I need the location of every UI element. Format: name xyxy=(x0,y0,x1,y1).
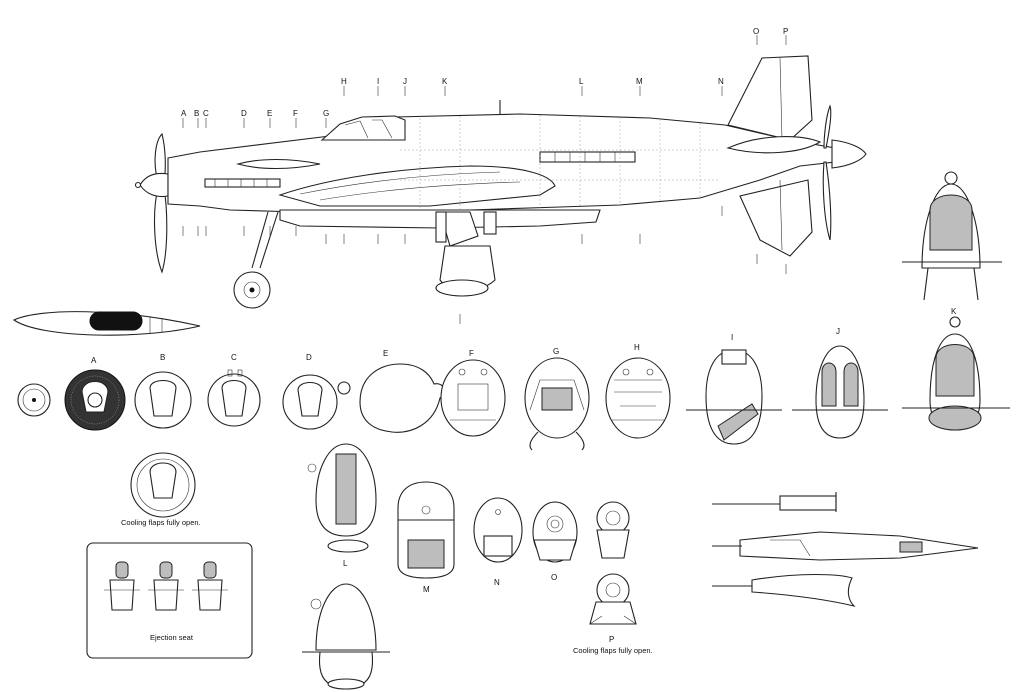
section-label-a: A xyxy=(91,356,97,365)
section-g: G xyxy=(524,347,590,451)
section-j: J xyxy=(792,327,888,439)
ejection-seat-panel: Ejection seat xyxy=(86,542,253,659)
section-h: H xyxy=(605,343,671,439)
drop-tank-bottom xyxy=(712,573,856,607)
section-e: E xyxy=(359,349,445,433)
nose-armament-cutaway xyxy=(712,531,979,561)
section-label-g: G xyxy=(553,347,559,356)
section-label-c: C xyxy=(231,353,237,362)
station-label-f: F xyxy=(293,109,298,118)
section-l: L xyxy=(307,443,377,568)
caption-cooling-flaps-front: Cooling flaps fully open. xyxy=(121,518,201,527)
section-label-p: P xyxy=(609,635,614,644)
rear-view-cockpit xyxy=(902,171,1002,301)
station-label-a: A xyxy=(181,109,187,118)
station-label-c: C xyxy=(203,109,209,118)
station-label-h: H xyxy=(341,77,347,86)
cannon-detail xyxy=(712,492,837,512)
side-view-station-labels: A B C D E F G H I J K L M N O P xyxy=(181,27,788,118)
station-label-j: J xyxy=(403,77,407,86)
front-exhaust-stacks xyxy=(204,178,281,188)
ejection-seat-rear xyxy=(192,561,228,611)
section-p-open: P Cooling flaps fully open. xyxy=(573,573,653,655)
section-label-j: J xyxy=(836,327,840,336)
section-spinner xyxy=(17,383,51,417)
drop-tank-profile xyxy=(12,311,201,336)
station-label-n: N xyxy=(718,77,724,86)
section-label-h: H xyxy=(634,343,640,352)
vertical-fin-upper xyxy=(727,55,813,141)
rear-exhaust-stacks xyxy=(539,151,636,163)
section-label-d: D xyxy=(306,353,312,362)
rear-propeller xyxy=(822,104,867,241)
station-label-k: K xyxy=(442,77,448,86)
main-landing-gear xyxy=(435,211,497,297)
section-label-l: L xyxy=(343,559,348,568)
section-f: F xyxy=(440,349,506,437)
section-o: O xyxy=(532,501,578,582)
vertical-fin-lower xyxy=(739,179,813,257)
section-n: N xyxy=(473,497,523,587)
wing xyxy=(278,165,556,207)
ejection-seat-middle xyxy=(148,561,184,611)
station-label-e: E xyxy=(267,109,272,118)
section-label-n: N xyxy=(494,578,500,587)
section-d: D xyxy=(282,353,351,430)
station-label-p: P xyxy=(783,27,788,36)
station-ticks xyxy=(182,35,787,324)
section-m: M xyxy=(397,481,455,594)
station-label-o: O xyxy=(753,27,759,36)
station-label-g: G xyxy=(323,109,329,118)
section-label-m: M xyxy=(423,585,430,594)
front-propeller xyxy=(134,132,169,274)
section-label-k: K xyxy=(951,307,957,316)
station-label-l: L xyxy=(579,77,584,86)
caption-ejection-seat: Ejection seat xyxy=(150,633,194,642)
section-label-o: O xyxy=(551,573,557,582)
section-c: C xyxy=(207,353,261,427)
front-intake-scoop xyxy=(235,158,321,170)
section-label-e: E xyxy=(383,349,388,358)
section-k: K xyxy=(902,307,1010,431)
section-a: A xyxy=(64,356,126,431)
station-label-b: B xyxy=(194,109,199,118)
caption-cooling-flaps-rear: Cooling flaps fully open. xyxy=(573,646,653,655)
horizontal-stabilizer xyxy=(726,136,822,154)
section-p-closed xyxy=(596,501,630,559)
station-label-d: D xyxy=(241,109,247,118)
section-cooling-flaps-front: Cooling flaps fully open. xyxy=(121,452,201,527)
station-label-m: M xyxy=(636,77,643,86)
section-label-b: B xyxy=(160,353,165,362)
section-label-f: F xyxy=(469,349,474,358)
section-nose-gear-bay xyxy=(302,583,390,690)
nose-landing-gear xyxy=(233,211,279,309)
station-label-i: I xyxy=(377,77,379,86)
ejection-seat-front xyxy=(104,561,140,611)
section-label-i: I xyxy=(731,333,733,342)
section-i: I xyxy=(686,333,782,445)
side-view-aircraft xyxy=(134,55,867,309)
section-b: B xyxy=(134,353,192,429)
